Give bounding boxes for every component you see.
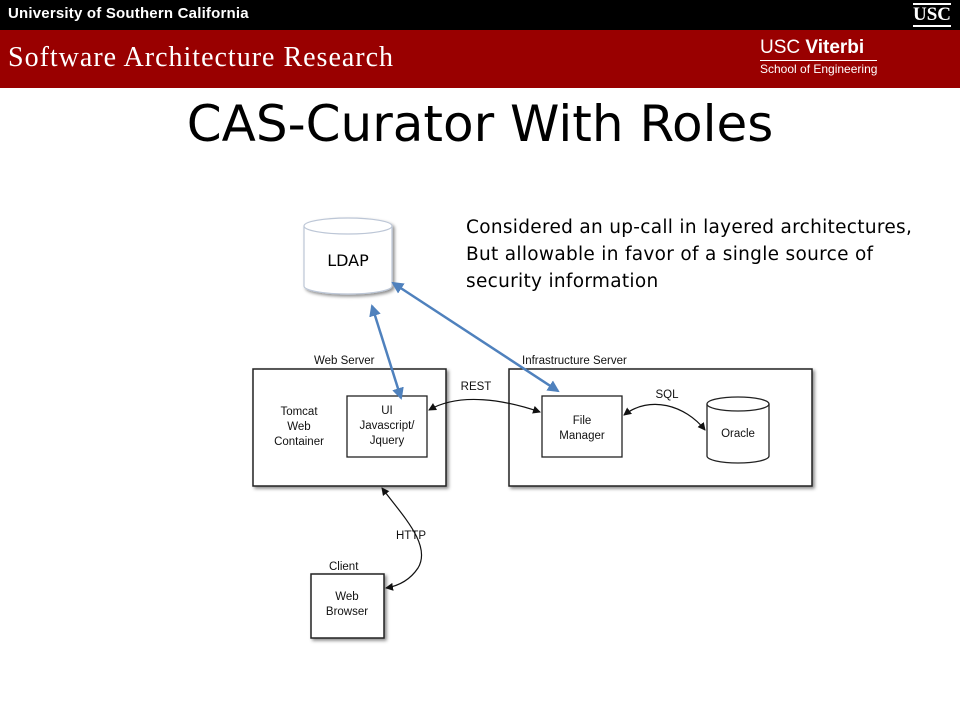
ui-label: Jquery [370, 435, 405, 447]
web-browser-box [310, 573, 385, 639]
ui-label: UI [381, 405, 393, 417]
viterbi-school: School of Engineering [760, 60, 878, 76]
file-manager-label: Manager [559, 430, 605, 442]
tomcat-label: Web [287, 421, 310, 433]
usc-logo: USC [913, 3, 952, 27]
rest-arrow [428, 398, 541, 414]
oracle-label: Oracle [721, 428, 755, 440]
http-label: HTTP [396, 530, 426, 542]
client-label: Client [329, 561, 359, 573]
web-server-label: Web Server [314, 355, 375, 367]
ui-box [346, 395, 428, 458]
ldap-file-manager-arrow [391, 281, 560, 393]
page-title: CAS-Curator With Roles [186, 95, 774, 153]
sql-arrow [623, 403, 706, 431]
note-line: But allowable in favor of a single sourc… [466, 244, 874, 265]
university-name: University of Southern California [8, 5, 249, 22]
tomcat-label: Container [274, 436, 324, 448]
banner: Software Architecture Research USC Viter… [0, 30, 960, 88]
tomcat-label: Tomcat [280, 406, 318, 418]
ldap-cylinder [303, 217, 393, 295]
file-manager-box [541, 395, 623, 458]
note-line: Considered an up-call in layered archite… [466, 217, 913, 238]
annotation-note: Considered an up-call in layered archite… [466, 214, 946, 295]
infrastructure-server-label: Infrastructure Server [522, 355, 627, 367]
ldap-label: LDAP [327, 251, 369, 270]
web-browser-label: Web [335, 591, 358, 603]
sql-label: SQL [655, 389, 679, 401]
lab-name: Software Architecture Research [8, 42, 395, 73]
oracle-cylinder [706, 396, 770, 464]
http-arrow [381, 487, 423, 591]
web-browser-label: Browser [326, 606, 368, 618]
top-bar: University of Southern California USC [0, 0, 960, 30]
viterbi-bold: Viterbi [805, 37, 865, 58]
rest-label: REST [461, 381, 492, 393]
ui-label: Javascript/ [360, 420, 416, 432]
viterbi-logo: USC Viterbi School of Engineering [760, 37, 878, 77]
file-manager-label: File [573, 415, 592, 427]
viterbi-prefix: USC [760, 37, 806, 58]
